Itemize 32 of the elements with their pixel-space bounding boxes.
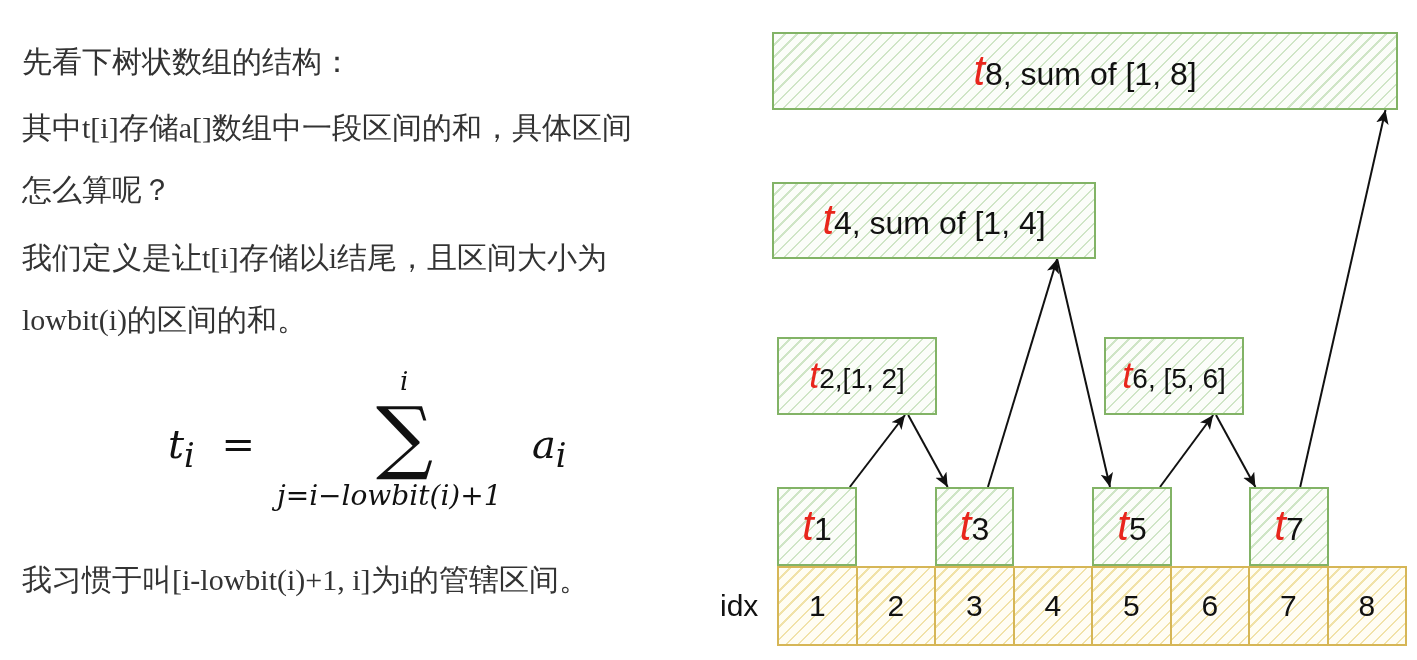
- index-cell: 5: [1091, 566, 1172, 646]
- arrow: [848, 414, 906, 488]
- row-label: idx: [720, 588, 759, 624]
- tree-node: t5: [1092, 487, 1172, 566]
- formula-term: a$_{i}$: [531, 422, 568, 475]
- summation-upper-limit: i: [399, 367, 410, 396]
- arrow: [986, 258, 1060, 488]
- summation-lower-limit: j=i−lowbit(i)+1: [272, 481, 507, 512]
- tree-node: t6, [5, 6]: [1104, 337, 1244, 415]
- tree-node: t1: [777, 487, 857, 566]
- tree-node: t4, sum of [1, 4]: [772, 182, 1096, 259]
- arrow: [1159, 414, 1215, 488]
- arrow: [1299, 109, 1389, 488]
- index-cell: 1: [777, 566, 858, 646]
- paragraph-text: 其中t[i]存储a[]数组中一段区间的和，具体区间怎么算呢？: [22, 110, 633, 208]
- arrow: [1215, 414, 1257, 488]
- index-cell: 8: [1326, 566, 1407, 646]
- paragraph-text: 先看下树状数组的结构：: [22, 44, 353, 80]
- arrow: [907, 414, 949, 488]
- tree-node: t2,[1, 2]: [777, 337, 937, 415]
- tree-node: t8, sum of [1, 8]: [772, 32, 1398, 110]
- index-cell: 2: [855, 566, 936, 646]
- index-cell: 6: [1169, 566, 1250, 646]
- paragraph-text: 我们定义是让t[i]存储以i结尾，且区间大小为lowbit(i)的区间的和。: [22, 240, 608, 338]
- tree-node: t3: [935, 487, 1014, 566]
- index-cell: 3: [934, 566, 1015, 646]
- tree-node: t7: [1249, 487, 1329, 566]
- arrow: [1056, 258, 1113, 488]
- index-cell: 7: [1248, 566, 1329, 646]
- paragraph-text: 我习惯于叫[i-lowbit(i)+1, i]为i的管辖区间。: [22, 562, 590, 598]
- index-cell: 4: [1012, 566, 1093, 646]
- formula-term: t$_{i}$ =: [167, 422, 256, 475]
